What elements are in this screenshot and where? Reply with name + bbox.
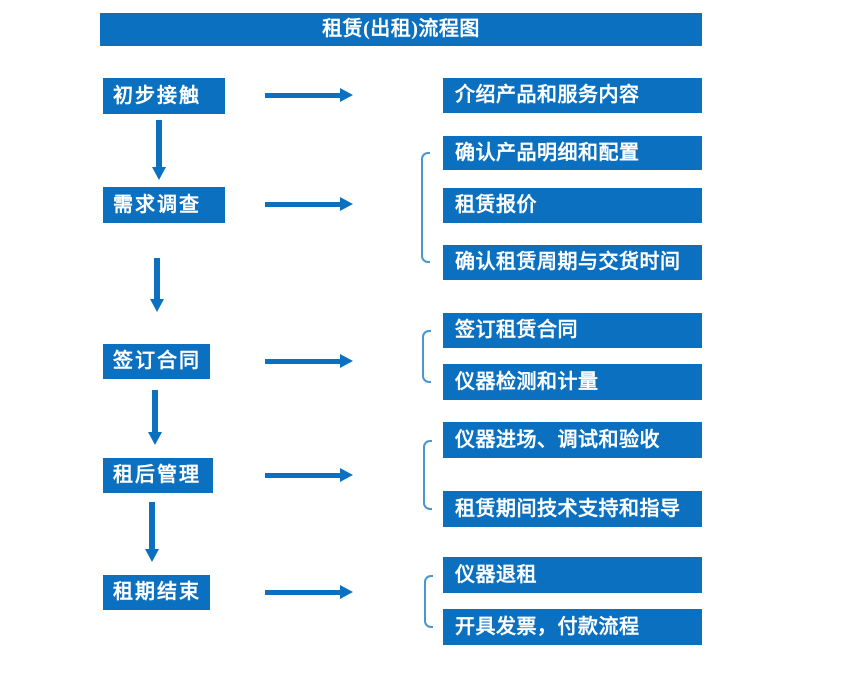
arrow-shaft <box>154 258 160 299</box>
arrow-shaft <box>265 589 340 595</box>
arrow-shaft <box>156 120 162 167</box>
down-arrow <box>152 120 166 180</box>
detail-box: 介绍产品和服务内容 <box>443 78 702 113</box>
detail-box: 仪器进场、调试和验收 <box>443 422 702 458</box>
arrow-head <box>150 299 164 312</box>
step-box-sign-contract: 签订合同 <box>103 344 210 379</box>
down-arrow <box>150 258 164 312</box>
right-arrow <box>265 88 353 102</box>
group-bracket <box>424 575 433 628</box>
arrow-head <box>152 167 166 180</box>
flowchart-title: 租赁(出租)流程图 <box>100 13 702 46</box>
arrow-head <box>145 549 159 562</box>
arrow-head <box>340 354 353 368</box>
group-bracket <box>423 440 432 510</box>
arrow-shaft <box>149 502 155 549</box>
right-arrow <box>265 468 353 482</box>
detail-box: 确认租赁周期与交货时间 <box>443 245 702 280</box>
step-box-rental-end: 租期结束 <box>103 575 210 610</box>
right-arrow <box>265 585 353 599</box>
down-arrow <box>145 502 159 562</box>
arrow-head <box>148 432 162 445</box>
arrow-shaft <box>152 390 158 432</box>
arrow-head <box>340 88 353 102</box>
step-box-demand-survey: 需求调查 <box>103 187 225 223</box>
arrow-head <box>340 585 353 599</box>
arrow-head <box>340 197 353 211</box>
arrow-shaft <box>265 201 340 207</box>
arrow-head <box>340 468 353 482</box>
detail-box: 仪器检测和计量 <box>443 364 702 400</box>
detail-box: 租赁报价 <box>443 188 702 223</box>
down-arrow <box>148 390 162 445</box>
detail-box: 签订租赁合同 <box>443 313 702 348</box>
step-box-post-rental-management: 租后管理 <box>103 458 213 493</box>
detail-box: 确认产品明细和配置 <box>443 136 702 170</box>
arrow-shaft <box>265 472 340 478</box>
group-bracket <box>421 152 430 263</box>
detail-box: 租赁期间技术支持和指导 <box>443 491 702 527</box>
step-box-initial-contact: 初步接触 <box>103 78 225 114</box>
detail-box: 仪器退租 <box>443 557 702 593</box>
arrow-shaft <box>265 92 340 98</box>
arrow-shaft <box>265 358 340 364</box>
right-arrow <box>265 354 353 368</box>
right-arrow <box>265 197 353 211</box>
detail-box: 开具发票，付款流程 <box>443 609 702 645</box>
group-bracket <box>422 330 431 383</box>
